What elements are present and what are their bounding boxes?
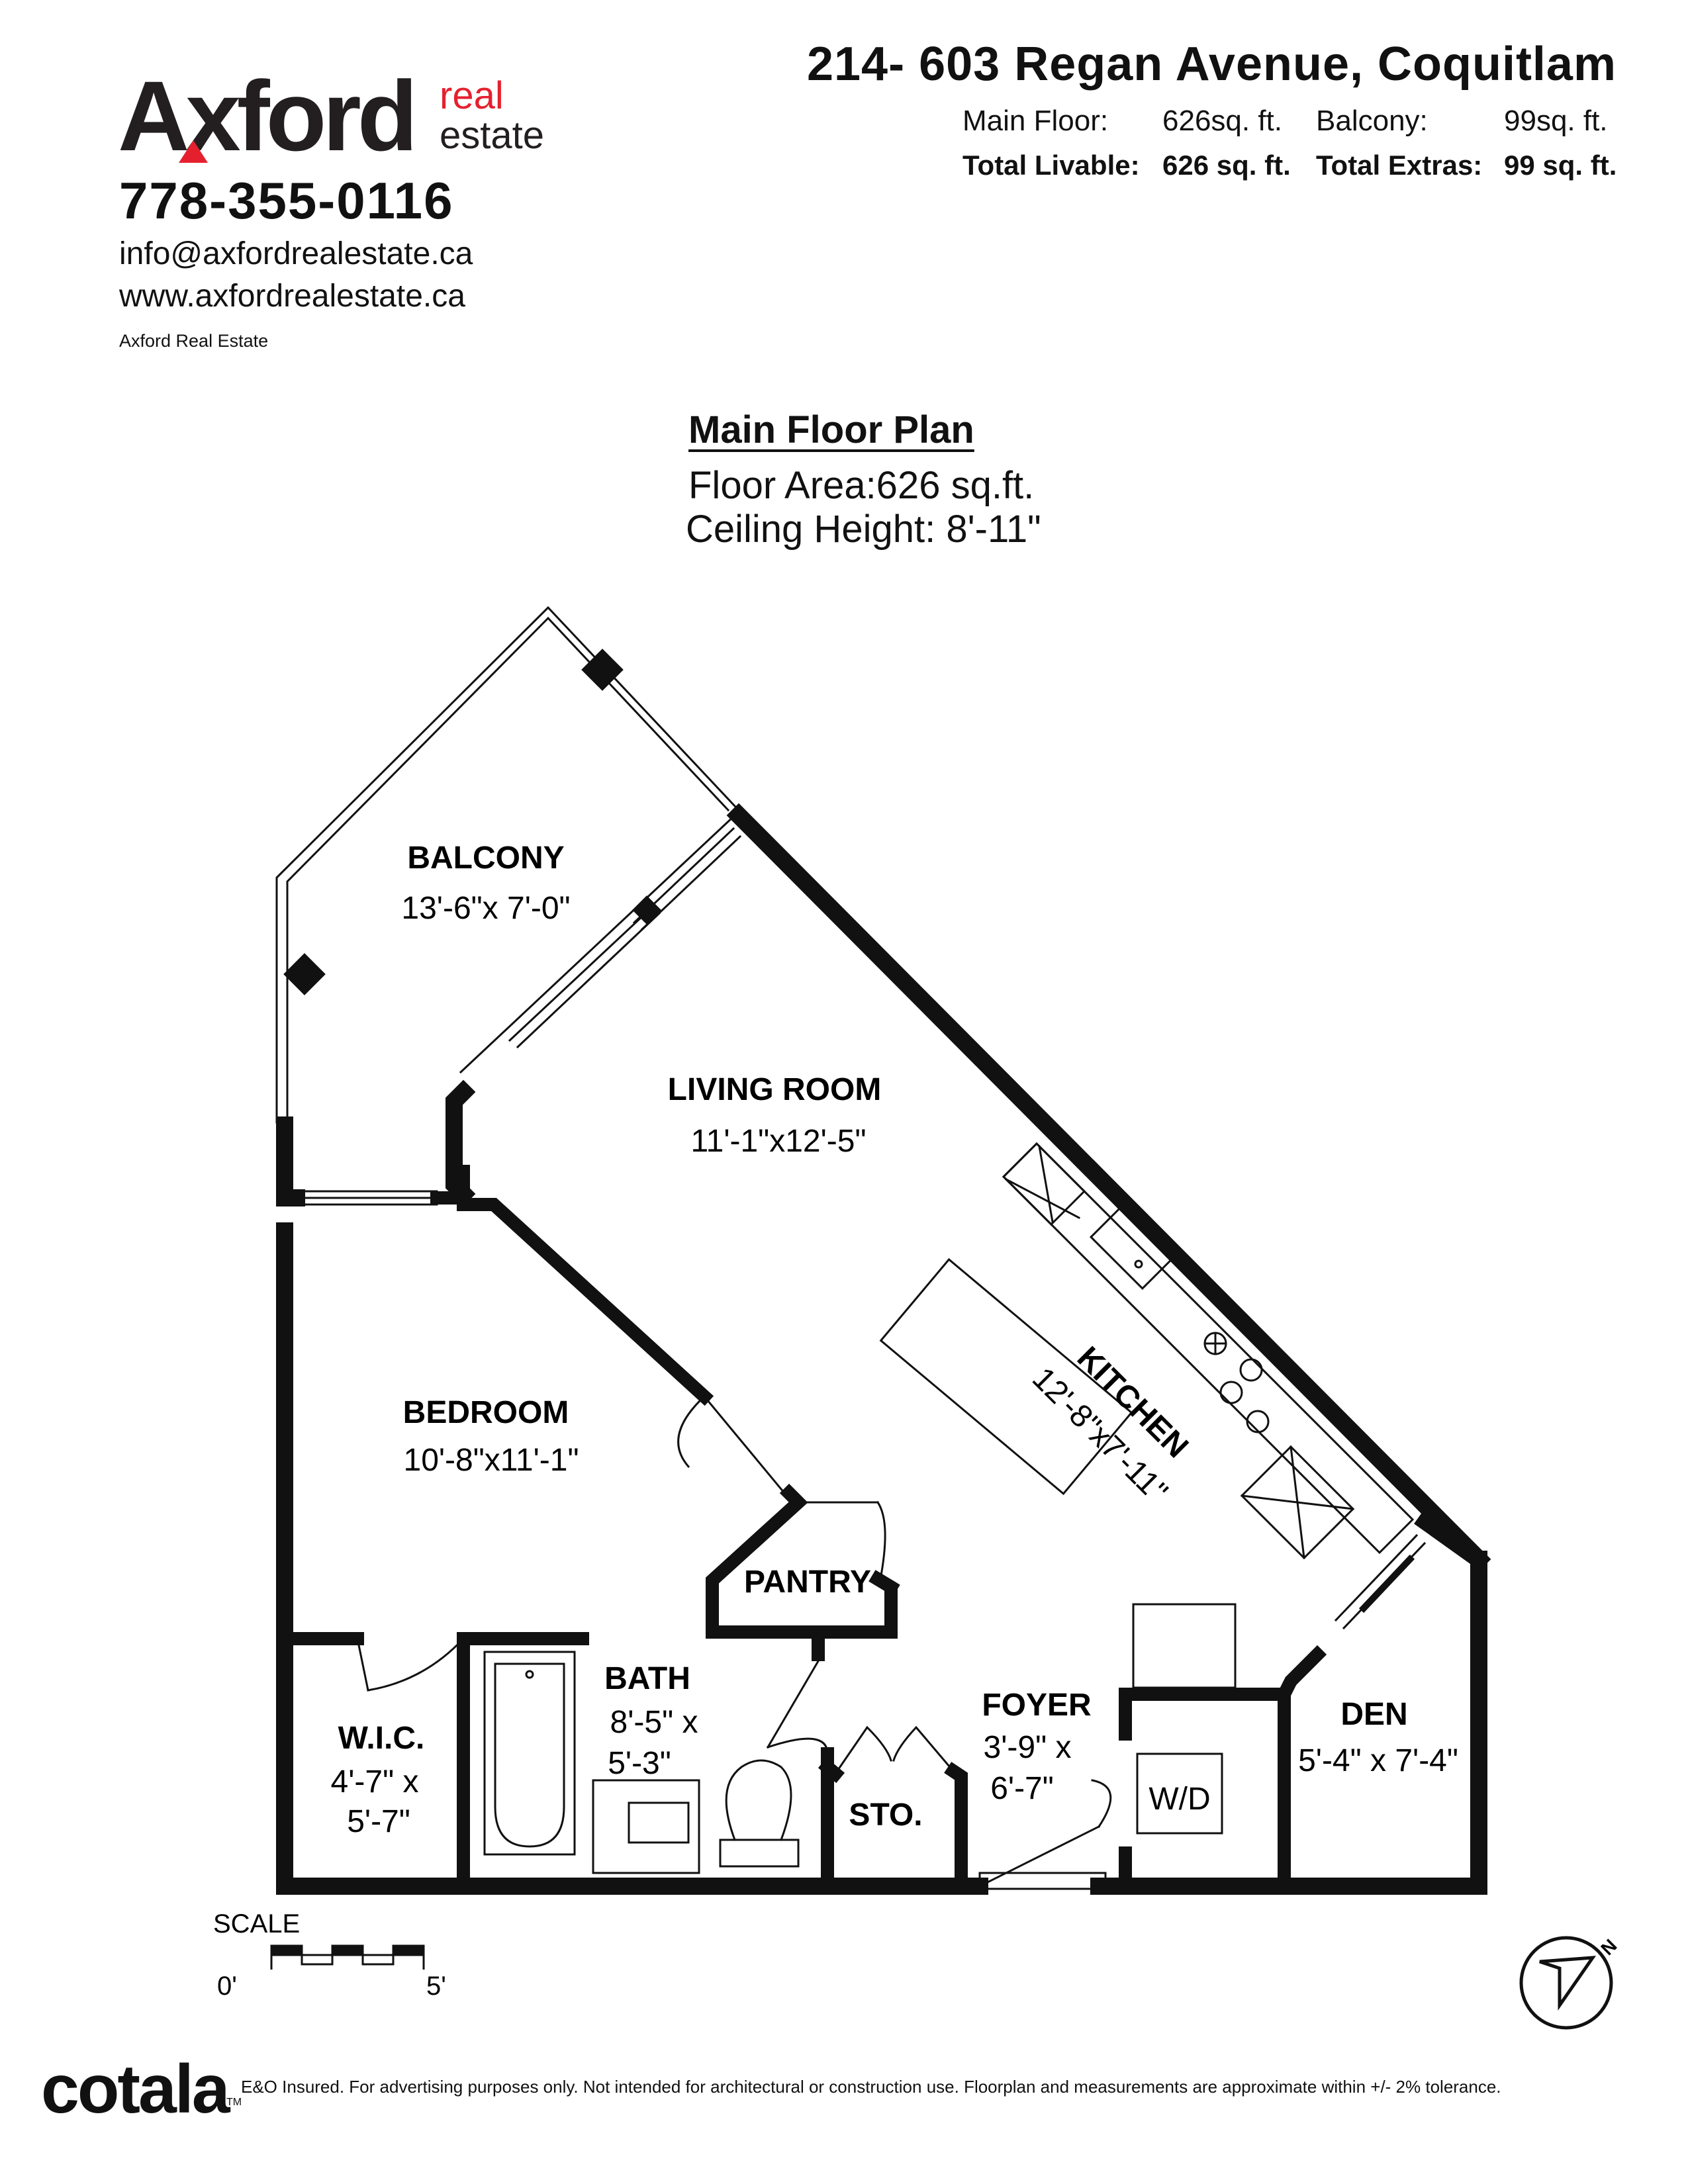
washer-dryer-label: W/D [1149, 1782, 1210, 1817]
living-room-dims: 11'-1"x12'-5" [691, 1124, 867, 1159]
contact-phone[interactable]: 778-355-0116 [119, 171, 454, 230]
property-address: 214- 603 Regan Avenue, Coquitlam [806, 38, 1617, 91]
contact-website[interactable]: www.axfordrealestate.ca [119, 279, 465, 314]
balcony-railing [275, 606, 738, 1124]
bedroom-window [295, 1190, 438, 1206]
logo-estate-text: estate [440, 114, 544, 157]
foyer-dims-1: 3'-9" x [984, 1730, 1072, 1765]
main-floor-value: 626sq. ft. [1162, 105, 1283, 137]
wic-dims-1: 4'-7" x [331, 1764, 419, 1799]
cotala-tm: TM [226, 2097, 242, 2108]
ceiling-height: Ceiling Height: 8'-11" [686, 508, 1041, 551]
bath-vanity [592, 1779, 700, 1874]
door-swings [356, 1394, 1427, 1890]
storage-label: STO. [849, 1797, 922, 1833]
total-livable-label: Total Livable: [962, 150, 1140, 181]
bath-dims-2: 5'-3" [608, 1746, 671, 1781]
den-dims: 5'-4" x 7'-4" [1298, 1743, 1458, 1778]
bedroom-dims: 10'-8"x11'-1" [404, 1443, 579, 1478]
main-floor-label: Main Floor: [962, 105, 1109, 137]
refrigerator [1240, 1445, 1355, 1560]
logo-wordmark: Axford [118, 60, 418, 171]
scale-end: 5' [426, 1972, 446, 2001]
wic-dims-2: 5'-7" [347, 1804, 410, 1839]
agency-name: Axford Real Estate [119, 331, 269, 351]
logo-real-text: real [440, 74, 504, 117]
foyer-label: FOYER [982, 1688, 1091, 1723]
disclaimer-text: E&O Insured. For advertising purposes on… [241, 2077, 1501, 2097]
living-room-label: LIVING ROOM [668, 1072, 882, 1107]
balcony-sliding-door [459, 813, 742, 1074]
wic-label: W.I.C. [338, 1721, 425, 1756]
balcony-area-label: Balcony: [1316, 105, 1428, 137]
compass-icon [1519, 1936, 1613, 2030]
scale-label: SCALE [213, 1909, 300, 1938]
floor-area: Floor Area:626 sq.ft. [688, 464, 1035, 507]
contact-email[interactable]: info@axfordrealestate.ca [119, 236, 473, 271]
washer-dryer [1132, 1603, 1237, 1835]
scale-bar [270, 1944, 425, 1970]
kitchen-counter [1002, 1142, 1415, 1555]
plan-title: Main Floor Plan [688, 408, 974, 451]
den-label: DEN [1340, 1697, 1407, 1732]
total-livable-value: 626 sq. ft. [1162, 150, 1291, 181]
cooktop [1203, 1332, 1270, 1433]
balcony-area-value: 99sq. ft. [1504, 105, 1608, 137]
bath-dims-1: 8'-5" x [610, 1705, 698, 1740]
total-extras-value: 99 sq. ft. [1504, 150, 1617, 181]
interior-walls [285, 1165, 1488, 1893]
toilet [719, 1759, 800, 1868]
balcony-dims: 13'-6"x 7'-0" [401, 891, 570, 926]
scale-start: 0' [217, 1972, 237, 2001]
bathtub [483, 1651, 576, 1856]
total-extras-label: Total Extras: [1316, 150, 1483, 181]
pantry-label: PANTRY [744, 1565, 871, 1600]
cotala-logo: cotala [41, 2051, 230, 2128]
foyer-dims-2: 6'-7" [990, 1771, 1054, 1806]
balcony-post [581, 649, 624, 691]
bedroom-label: BEDROOM [403, 1395, 569, 1430]
axford-logo: Axford real estate [118, 66, 568, 165]
logo-red-triangle [179, 140, 208, 163]
kitchen-island [879, 1257, 1133, 1496]
balcony-post [283, 953, 326, 995]
balcony-label: BALCONY [407, 841, 564, 876]
bath-label: BATH [604, 1661, 690, 1696]
